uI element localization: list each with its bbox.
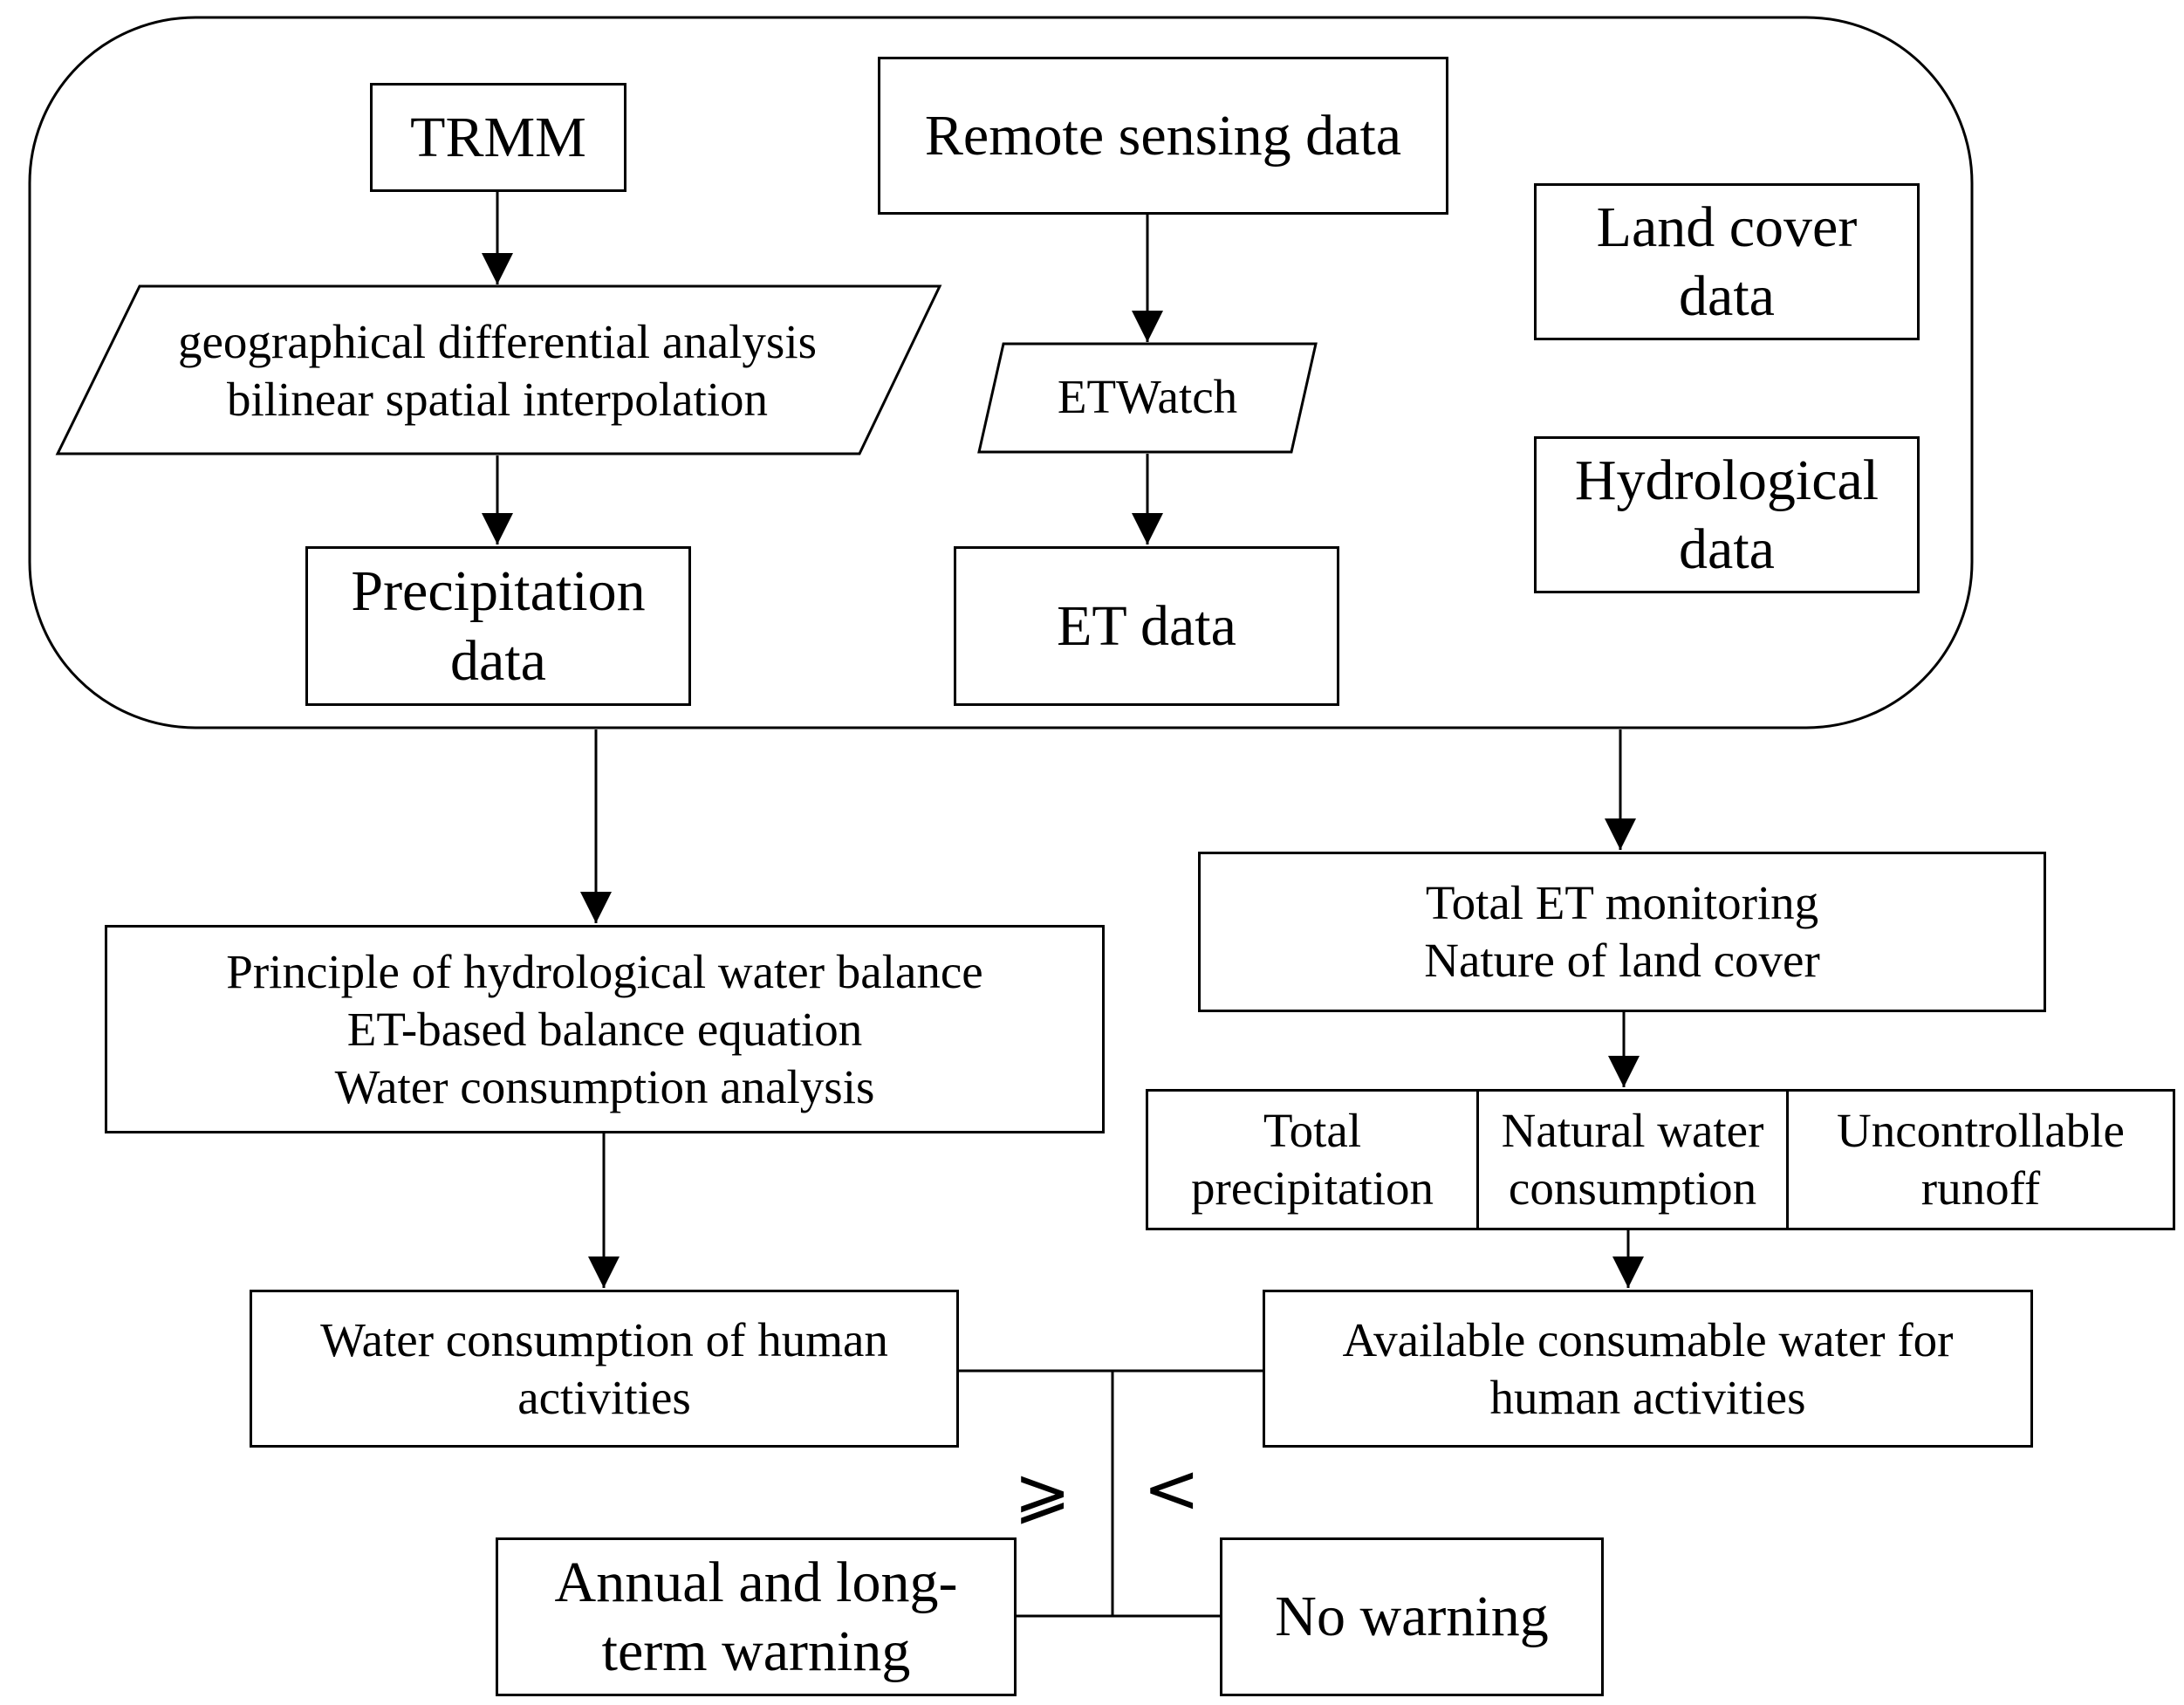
natural-line-2: consumption xyxy=(1508,1161,1757,1215)
natural-line-1: Natural water xyxy=(1501,1104,1764,1157)
landcover-line-1: Land cover xyxy=(1596,195,1858,259)
etdata-label: ET data xyxy=(1057,593,1236,658)
et-data-box: ET data xyxy=(954,546,1339,706)
annual-warning-box: Annual and long- term warning xyxy=(496,1537,1017,1696)
precipitation-data-box: Precipitation data xyxy=(305,546,691,706)
human-consumption-box: Water consumption of human activities xyxy=(250,1290,959,1448)
available-line-2: human activities xyxy=(1489,1370,1806,1424)
human-line-1: Water consumption of human xyxy=(320,1312,888,1366)
hydrological-data-box: Hydrological data xyxy=(1534,436,1920,593)
etmon-line-1: Total ET monitoring xyxy=(1425,876,1819,929)
landcover-line-2: data xyxy=(1679,264,1775,328)
precip-line-2: data xyxy=(450,628,546,693)
balance-line-3: Water consumption analysis xyxy=(334,1059,875,1113)
remote-label: Remote sensing data xyxy=(924,103,1402,168)
land-cover-box: Land cover data xyxy=(1534,183,1920,340)
etwatch-label: ETWatch xyxy=(1057,370,1238,423)
interp-line-2: bilinear spatial interpolation xyxy=(226,373,769,426)
uncontrollable-runoff-cell: Uncontrollable runoff xyxy=(1786,1089,2175,1230)
available-water-box: Available consumable water for human act… xyxy=(1263,1290,2033,1448)
human-line-2: activities xyxy=(517,1370,691,1424)
nowarn-label: No warning xyxy=(1275,1585,1549,1649)
hydro-line-2: data xyxy=(1679,517,1775,581)
annual-line-1: Annual and long- xyxy=(554,1550,958,1614)
runoff-line-1: Uncontrollable xyxy=(1837,1104,2125,1157)
etmon-line-2: Nature of land cover xyxy=(1424,934,1820,987)
balance-line-2: ET-based balance equation xyxy=(346,1002,863,1056)
balance-line-1: Principle of hydrological water balance xyxy=(226,944,983,998)
trmm-box: TRMM xyxy=(370,83,626,192)
interpolation-text: geographical differential analysis bilin… xyxy=(105,297,890,445)
data-sources-container xyxy=(28,16,1974,729)
etwatch-parallelogram xyxy=(977,342,1318,454)
interpolation-parallelogram xyxy=(55,284,942,455)
trmm-label: TRMM xyxy=(410,105,586,169)
less-than-symbol: < xyxy=(1143,1450,1201,1529)
etwatch-text: ETWatch xyxy=(995,349,1300,445)
hydro-line-1: Hydrological xyxy=(1574,448,1879,512)
annual-line-2: term warning xyxy=(601,1619,911,1683)
precip-line-1: Precipitation xyxy=(351,559,646,624)
total-precipitation-cell: Total precipitation xyxy=(1146,1089,1479,1230)
et-monitoring-box: Total ET monitoring Nature of land cover xyxy=(1198,852,2046,1012)
greater-equal-symbol: ⩾ xyxy=(1014,1454,1071,1532)
water-balance-box: Principle of hydrological water balance … xyxy=(105,925,1105,1133)
runoff-line-2: runoff xyxy=(1920,1161,2041,1215)
natural-water-cell: Natural water consumption xyxy=(1476,1089,1789,1230)
totprecip-line-2: precipitation xyxy=(1191,1161,1434,1215)
totprecip-line-1: Total xyxy=(1263,1104,1362,1157)
available-line-1: Available consumable water for xyxy=(1342,1312,1954,1366)
no-warning-box: No warning xyxy=(1220,1537,1604,1696)
interp-line-1: geographical differential analysis xyxy=(177,315,818,368)
remote-sensing-box: Remote sensing data xyxy=(878,57,1448,215)
